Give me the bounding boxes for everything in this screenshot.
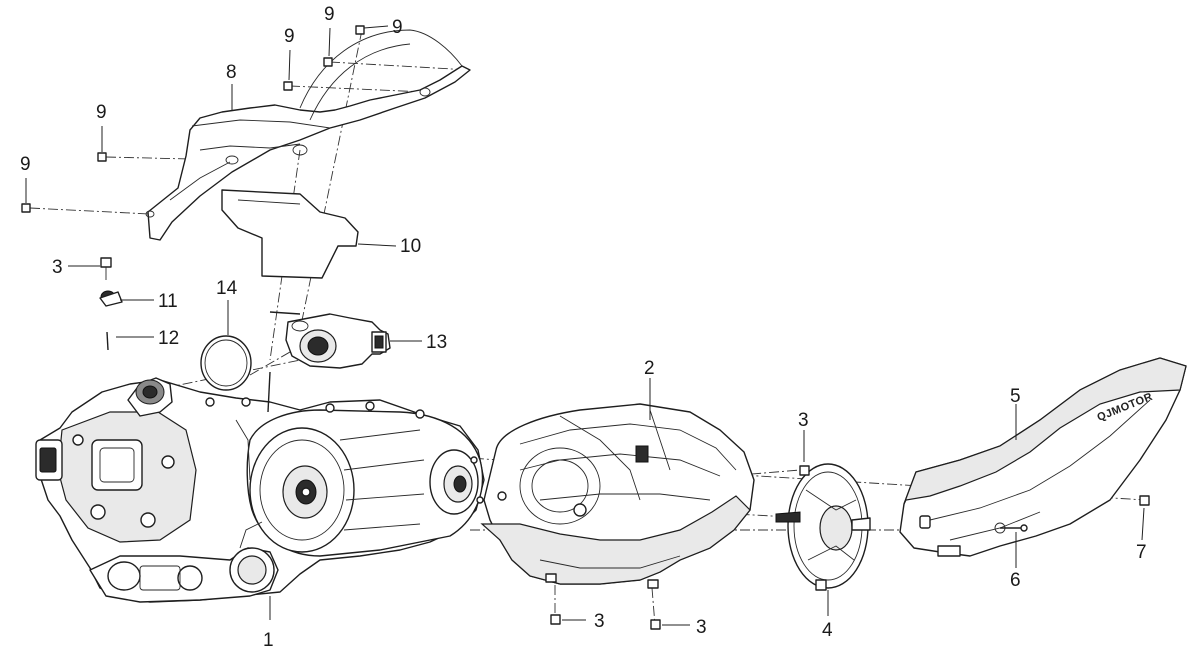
disc-plate	[775, 463, 871, 591]
fastener-7	[1139, 495, 1150, 506]
fastener-9b	[97, 152, 107, 162]
callout-9-mid-left: 9	[96, 102, 107, 123]
heat-shield-upper	[145, 29, 471, 241]
fastener-9d	[323, 57, 333, 67]
fastener-9c	[283, 81, 293, 91]
callout-5: 5	[1010, 386, 1021, 407]
bolt-upper	[100, 257, 112, 280]
engine	[35, 371, 485, 603]
fastener-9e	[355, 25, 365, 35]
callout-3-upper-left: 3	[52, 257, 63, 278]
fastener-3-right	[799, 465, 810, 476]
fastener-6	[1000, 524, 1028, 532]
gasket-ring	[200, 335, 252, 391]
callout-3-bottom-b: 3	[696, 617, 707, 638]
clamp	[99, 290, 123, 307]
callout-10: 10	[400, 236, 421, 257]
callout-3-right: 3	[798, 410, 809, 431]
callout-13: 13	[426, 332, 447, 353]
callout-9-top: 9	[324, 4, 335, 25]
callout-12: 12	[158, 328, 179, 349]
callout-1: 1	[263, 630, 274, 651]
side-cover: QJMOTOR	[899, 357, 1187, 557]
fastener-3-bottom-a	[550, 614, 561, 625]
callout-7: 7	[1136, 542, 1147, 563]
callout-4: 4	[822, 620, 833, 641]
callout-9-mid: 9	[284, 26, 295, 47]
callout-6: 6	[1010, 570, 1021, 591]
callout-2: 2	[644, 358, 655, 379]
callout-9-top-right: 9	[392, 17, 403, 38]
leader-lines	[25, 25, 1145, 626]
pin-12	[106, 331, 109, 351]
callout-11: 11	[158, 291, 178, 312]
callout-labels: 1 2 3 3 3 3 4 5 6 7 8 9 9 9 9 9 10 11 12…	[20, 4, 1147, 651]
callout-3-bottom-a: 3	[594, 611, 605, 632]
throttle-body	[269, 311, 391, 369]
cvt-cover	[480, 403, 755, 589]
fastener-3-bottom-b	[650, 619, 661, 630]
callout-9-left: 9	[20, 154, 31, 175]
fastener-9a	[21, 203, 31, 213]
callout-8: 8	[226, 62, 237, 83]
callout-14: 14	[216, 278, 238, 299]
heat-shield-plate	[221, 189, 359, 279]
